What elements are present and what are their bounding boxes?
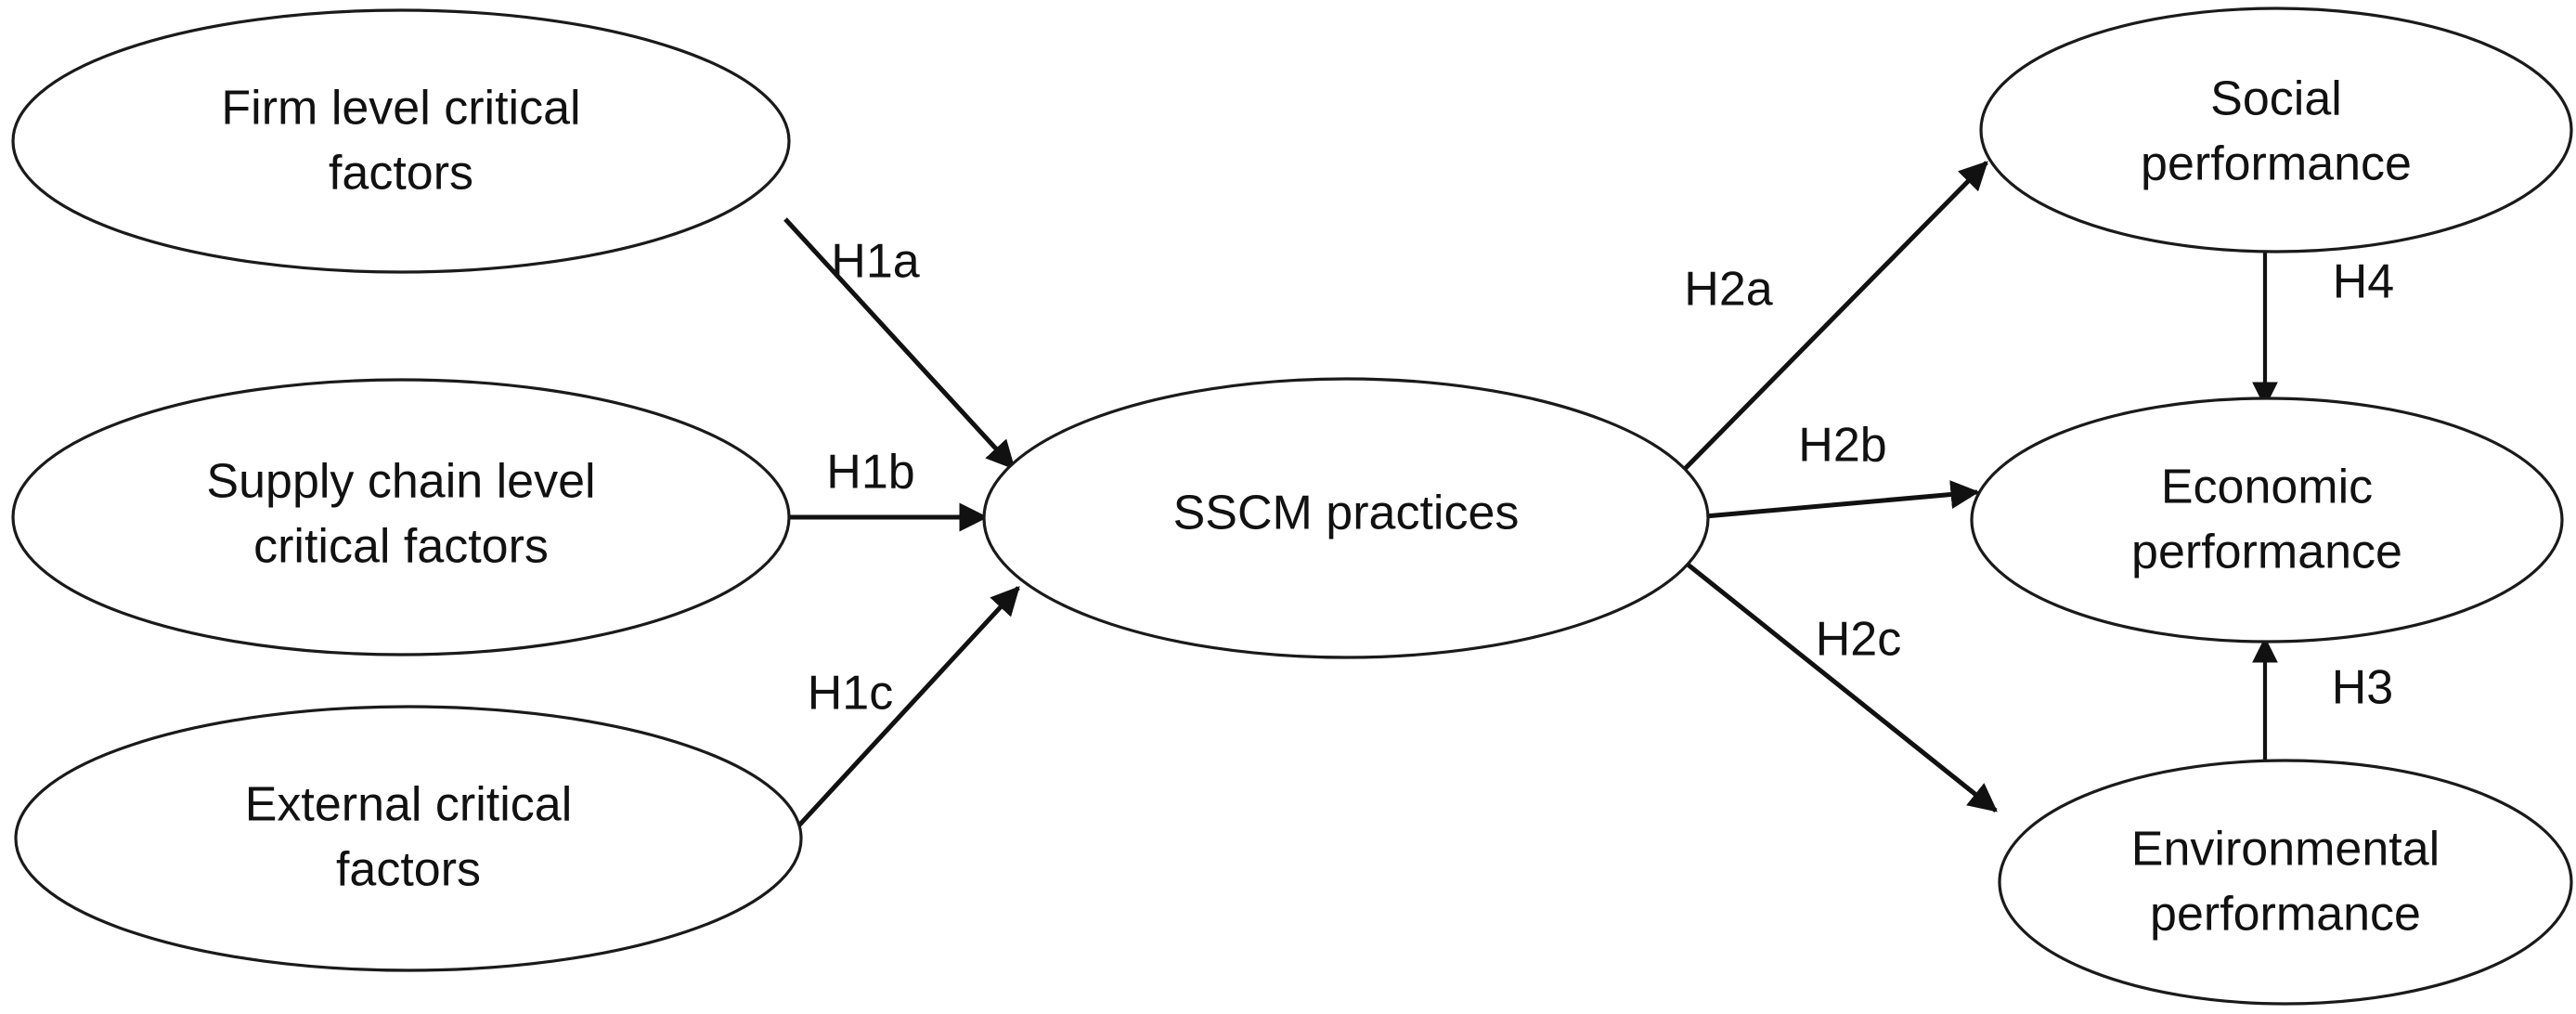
node-external-label-line2: factors — [336, 843, 481, 897]
node-environmental-performance-label-line1: Environmental — [2131, 823, 2440, 877]
edge-h1c-arrow — [783, 586, 1020, 843]
node-economic-performance[interactable]: Economic performance — [1970, 396, 2564, 644]
node-firm-level-critical-factors[interactable]: Firm level critical factors — [11, 8, 791, 274]
edge-h1a: H1a — [783, 217, 1016, 470]
edge-label-h4: H4 — [2333, 255, 2394, 309]
node-economic-performance-ellipse[interactable] — [1970, 396, 2564, 644]
node-firm-level-label-line1: Firm level critical — [221, 82, 580, 136]
edge-label-h1b: H1b — [826, 446, 914, 500]
node-social-performance-ellipse[interactable] — [1979, 6, 2573, 254]
node-economic-performance-label-line2: performance — [2131, 526, 2402, 579]
node-sscm-practices-label: SSCM practices — [1173, 487, 1520, 540]
node-firm-level-label-line2: factors — [329, 147, 473, 201]
node-external-critical-factors[interactable]: External critical factors — [14, 705, 803, 972]
node-environmental-performance[interactable]: Environmental performance — [1998, 759, 2573, 1006]
node-environmental-performance-label-line2: performance — [2150, 888, 2421, 942]
edge-h2a: H2a — [1676, 161, 1988, 477]
node-supply-chain-level-critical-factors[interactable]: Supply chain level critical factors — [11, 378, 791, 656]
node-sscm-practices[interactable]: SSCM practices — [982, 377, 1710, 659]
node-firm-level-ellipse[interactable] — [11, 8, 791, 274]
edge-h1c: H1c — [783, 586, 1020, 843]
edge-label-h3: H3 — [2332, 661, 2393, 715]
node-supply-chain-label-line2: critical factors — [253, 520, 549, 574]
node-economic-performance-label-line1: Economic — [2161, 461, 2373, 514]
edge-h4: H4 — [2252, 249, 2394, 409]
node-social-performance-label-line2: performance — [2141, 137, 2412, 191]
edge-h2b-arrow — [1704, 480, 1980, 519]
edge-h2b: H2b — [1704, 419, 1980, 519]
node-supply-chain-ellipse[interactable] — [11, 378, 791, 656]
edge-h2c-arrow — [1680, 558, 1998, 812]
edge-label-h2c: H2c — [1816, 613, 1901, 667]
edge-label-h1c: H1c — [808, 667, 893, 721]
edge-label-h2b: H2b — [1798, 419, 1886, 473]
edge-h2c: H2c — [1680, 558, 1998, 812]
edge-h1b: H1b — [789, 446, 989, 532]
node-external-ellipse[interactable] — [14, 705, 803, 972]
edge-h1a-arrow — [783, 217, 1016, 470]
edge-label-h1a: H1a — [831, 235, 919, 289]
node-supply-chain-label-line1: Supply chain level — [206, 455, 595, 509]
edge-h2a-arrow — [1676, 161, 1988, 477]
node-external-label-line1: External critical — [245, 778, 573, 832]
node-environmental-performance-ellipse[interactable] — [1998, 759, 2573, 1006]
edge-label-h2a: H2a — [1684, 263, 1772, 317]
node-sscm-practices-ellipse[interactable] — [982, 377, 1710, 659]
node-social-performance-label-line1: Social — [2210, 72, 2342, 126]
edge-h3: H3 — [2252, 636, 2393, 767]
node-social-performance[interactable]: Social performance — [1979, 6, 2573, 254]
